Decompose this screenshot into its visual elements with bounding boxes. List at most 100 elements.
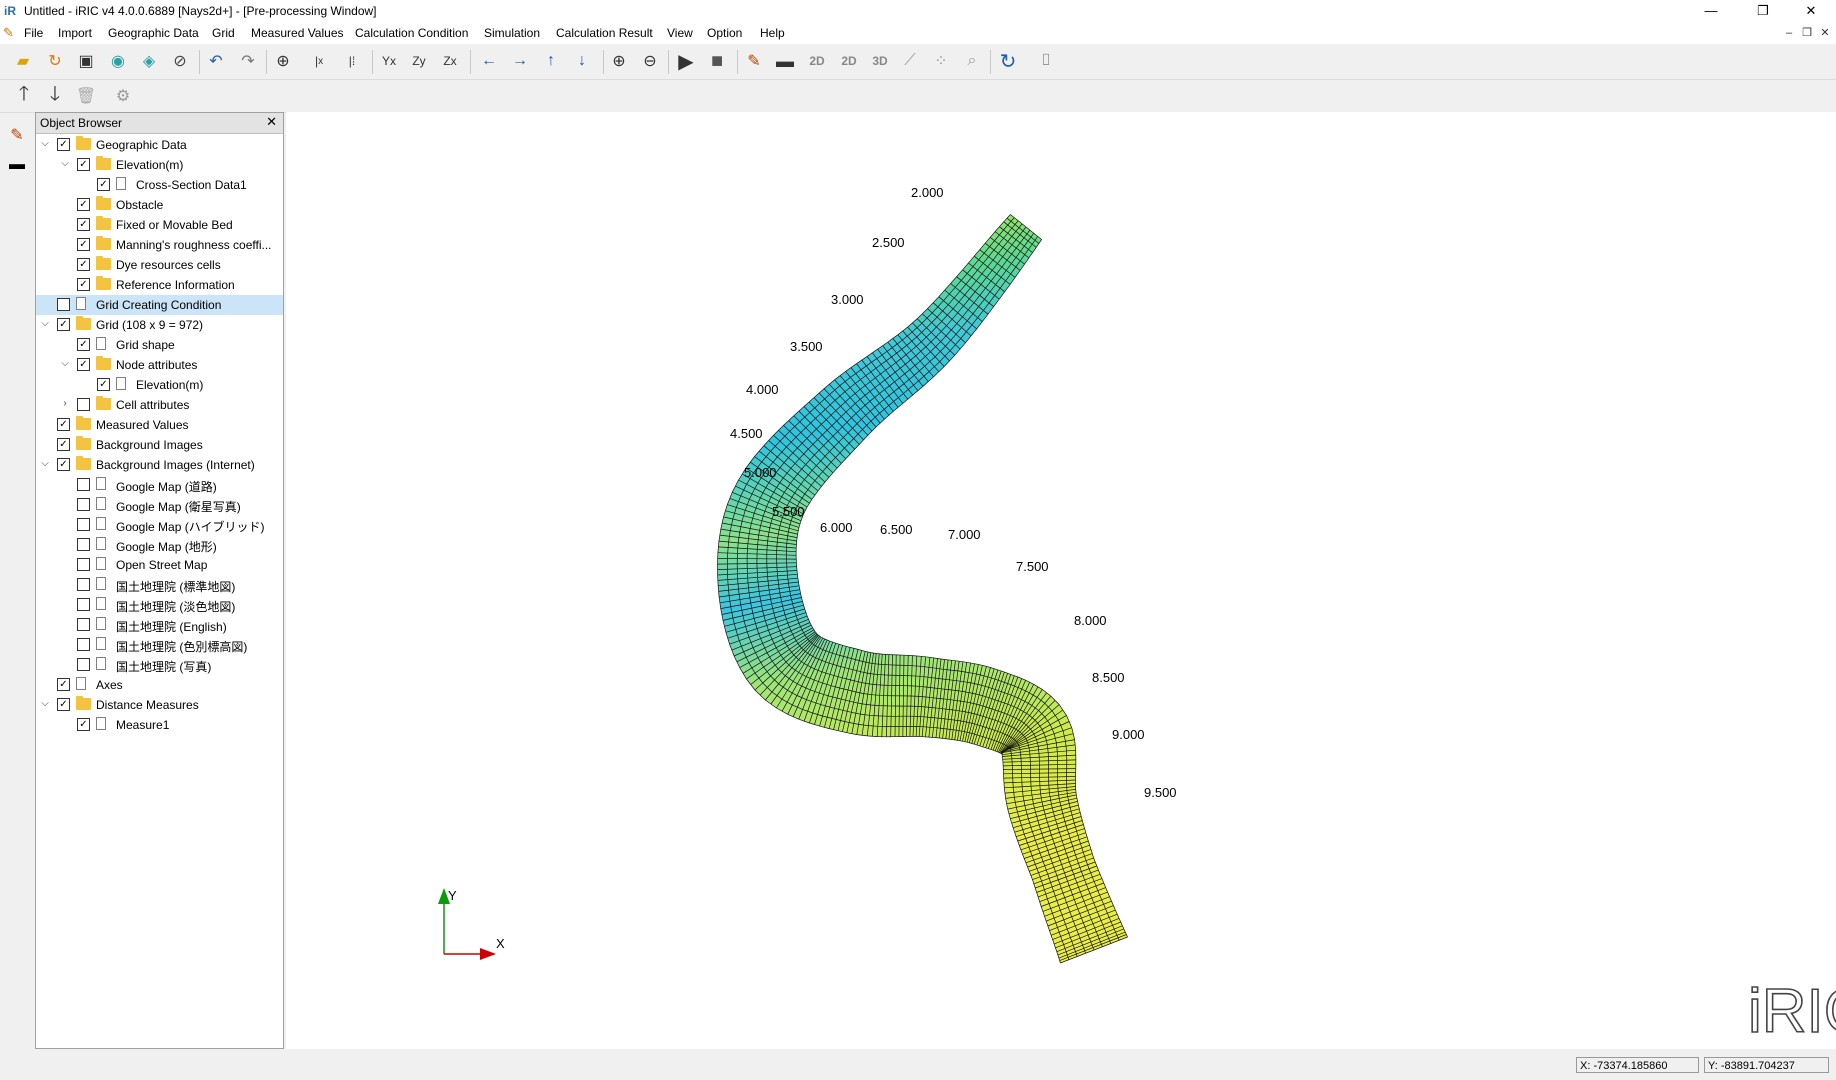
run-icon[interactable]: ▶ — [678, 50, 694, 73]
pencil-icon[interactable]: ✎ — [747, 53, 761, 70]
menu-calculation-result[interactable]: Calculation Result — [556, 26, 653, 40]
tree-item[interactable]: 国土地理院 (淡色地図) — [36, 595, 283, 615]
tree-item[interactable]: Google Map (衛星写真) — [36, 495, 283, 515]
profile-icon[interactable]: ⌕ — [967, 52, 977, 69]
tree-item[interactable]: ✓Manning's roughness coeffi... — [36, 235, 283, 255]
tree-item[interactable]: ✓Elevation(m) — [36, 375, 283, 395]
tree-item-checkbox[interactable] — [77, 658, 90, 671]
menu-file[interactable]: File — [24, 26, 44, 40]
arrow-left-icon[interactable]: ← — [481, 52, 497, 69]
tree-item-checkbox[interactable] — [77, 518, 90, 531]
tree-item-checkbox[interactable]: ✓ — [57, 438, 70, 451]
grid-view[interactable]: 2.0002.5003.0003.5004.0004.5005.0005.500… — [286, 112, 1836, 1049]
mouse-icon[interactable]: ⌷ — [1041, 52, 1051, 69]
2d-bird-icon[interactable]: 2D — [841, 54, 857, 68]
tree-item-checkbox[interactable]: ✓ — [57, 698, 70, 711]
tree-item[interactable]: ⌵✓Geographic Data — [36, 135, 283, 155]
restore-button[interactable]: ❐ — [1757, 3, 1769, 18]
menu-grid[interactable]: Grid — [212, 26, 235, 40]
tree-item[interactable]: 国土地理院 (English) — [36, 615, 283, 635]
tree-item-checkbox[interactable] — [77, 538, 90, 551]
tree-item[interactable]: ✓Cross-Section Data1 — [36, 175, 283, 195]
tree-item-checkbox[interactable]: ✓ — [77, 158, 90, 171]
tree-item-checkbox[interactable] — [77, 498, 90, 511]
zx-view-icon[interactable]: Zx — [443, 54, 457, 68]
stop-icon[interactable]: ■ — [710, 49, 724, 72]
move-down-icon[interactable]: 🡓 — [49, 83, 61, 105]
arrow-right-icon[interactable]: → — [512, 52, 528, 69]
animation-icon[interactable]: ⊘ — [173, 53, 187, 70]
tree-item-checkbox[interactable]: ✓ — [77, 278, 90, 291]
collapse-icon[interactable]: ⌵ — [61, 358, 69, 369]
tree-item-checkbox[interactable] — [57, 298, 70, 311]
terminal-icon[interactable]: ▬ — [776, 50, 794, 71]
tree-item[interactable]: ✓Dye resources cells — [36, 255, 283, 275]
tree-item-checkbox[interactable] — [77, 558, 90, 571]
yx-view-icon[interactable]: Yx — [381, 54, 396, 68]
menu-option[interactable]: Option — [707, 26, 743, 40]
collapse-icon[interactable]: ⌵ — [41, 318, 49, 329]
save-icon[interactable]: ▣ — [78, 53, 94, 70]
tree-item[interactable]: Open Street Map — [36, 555, 283, 575]
tree-item-checkbox[interactable] — [77, 638, 90, 651]
tree-item[interactable]: ✓Obstacle — [36, 195, 283, 215]
tree-item[interactable]: ✓Fixed or Movable Bed — [36, 215, 283, 235]
tree-item[interactable]: ⌵✓Node attributes — [36, 355, 283, 375]
collapse-icon[interactable]: ⌵ — [41, 138, 49, 149]
mdi-close-button[interactable]: ✕ — [1820, 27, 1830, 39]
tree-item[interactable]: 国土地理院 (写真) — [36, 655, 283, 675]
tree-item-checkbox[interactable]: ✓ — [77, 218, 90, 231]
minimize-button[interactable]: — — [1704, 3, 1718, 18]
tree-item[interactable]: 国土地理院 (標準地図) — [36, 575, 283, 595]
tree-item-checkbox[interactable]: ✓ — [77, 338, 90, 351]
menu-calculation-condition[interactable]: Calculation Condition — [355, 26, 469, 40]
tree-item[interactable]: Google Map (道路) — [36, 475, 283, 495]
tree-item[interactable]: ⌵✓Distance Measures — [36, 695, 283, 715]
xy-axis-icon[interactable]: |⁞ — [348, 54, 356, 68]
mdi-restore-button[interactable]: ❐ — [1802, 27, 1812, 39]
collapse-icon[interactable]: ⌵ — [41, 698, 49, 709]
tree-item[interactable]: ›Cell attributes — [36, 395, 283, 415]
3d-icon[interactable]: 3D — [872, 54, 888, 68]
tree-item-checkbox[interactable]: ✓ — [57, 418, 70, 431]
tree-item[interactable]: ⌵✓Elevation(m) — [36, 155, 283, 175]
move-up-icon[interactable]: 🡑 — [18, 83, 30, 105]
edit-mode-icon[interactable]: ✎ — [10, 127, 24, 144]
menu-geographic-data[interactable]: Geographic Data — [108, 26, 199, 40]
tree-item-checkbox[interactable]: ✓ — [57, 138, 70, 151]
expand-icon[interactable]: › — [63, 398, 67, 409]
tree-item-checkbox[interactable] — [77, 618, 90, 631]
object-browser-close-icon[interactable]: ✕ — [266, 114, 277, 129]
undo-icon[interactable]: ↶ — [209, 53, 223, 70]
tree-item[interactable]: 国土地理院 (色別標高図) — [36, 635, 283, 655]
menu-view[interactable]: View — [667, 26, 693, 40]
tree-item[interactable]: Google Map (ハイブリッド) — [36, 515, 283, 535]
mdi-minimize-button[interactable]: – — [1785, 27, 1793, 39]
arrow-down-icon[interactable]: ↓ — [578, 52, 586, 69]
collapse-icon[interactable]: ⌵ — [41, 458, 49, 469]
tree-item-checkbox[interactable]: ✓ — [97, 178, 110, 191]
tree-item[interactable]: ✓Measured Values — [36, 415, 283, 435]
close-button[interactable]: ✕ — [1805, 3, 1817, 18]
reload-icon[interactable]: ↻ — [48, 53, 62, 70]
tree-item-checkbox[interactable] — [77, 398, 90, 411]
tree-item-checkbox[interactable]: ✓ — [57, 678, 70, 691]
snapshot-continuous-icon[interactable]: ◈ — [142, 53, 156, 70]
tree-item-checkbox[interactable]: ✓ — [97, 378, 110, 391]
tree-item[interactable]: ✓Reference Information — [36, 275, 283, 295]
arrow-up-icon[interactable]: ↑ — [547, 52, 555, 69]
zoom-fit-icon[interactable]: ⊕ — [276, 53, 290, 70]
tree-item-checkbox[interactable]: ✓ — [57, 318, 70, 331]
tree-item[interactable]: ✓Measure1 — [36, 715, 283, 735]
menu-help[interactable]: Help — [760, 26, 785, 40]
tree-item[interactable]: ⌵✓Grid (108 x 9 = 972) — [36, 315, 283, 335]
refresh-icon[interactable]: ↻ — [999, 50, 1017, 73]
redo-icon[interactable]: ↷ — [241, 53, 255, 70]
tree-item-checkbox[interactable] — [77, 578, 90, 591]
tree-item[interactable]: ✓Grid shape — [36, 335, 283, 355]
zoom-in-icon[interactable]: ⊕ — [612, 53, 626, 70]
tree-item[interactable]: Grid Creating Condition — [36, 295, 283, 315]
properties-icon[interactable]: ⚙ — [115, 88, 131, 105]
zoom-out-icon[interactable]: ⊖ — [643, 53, 657, 70]
